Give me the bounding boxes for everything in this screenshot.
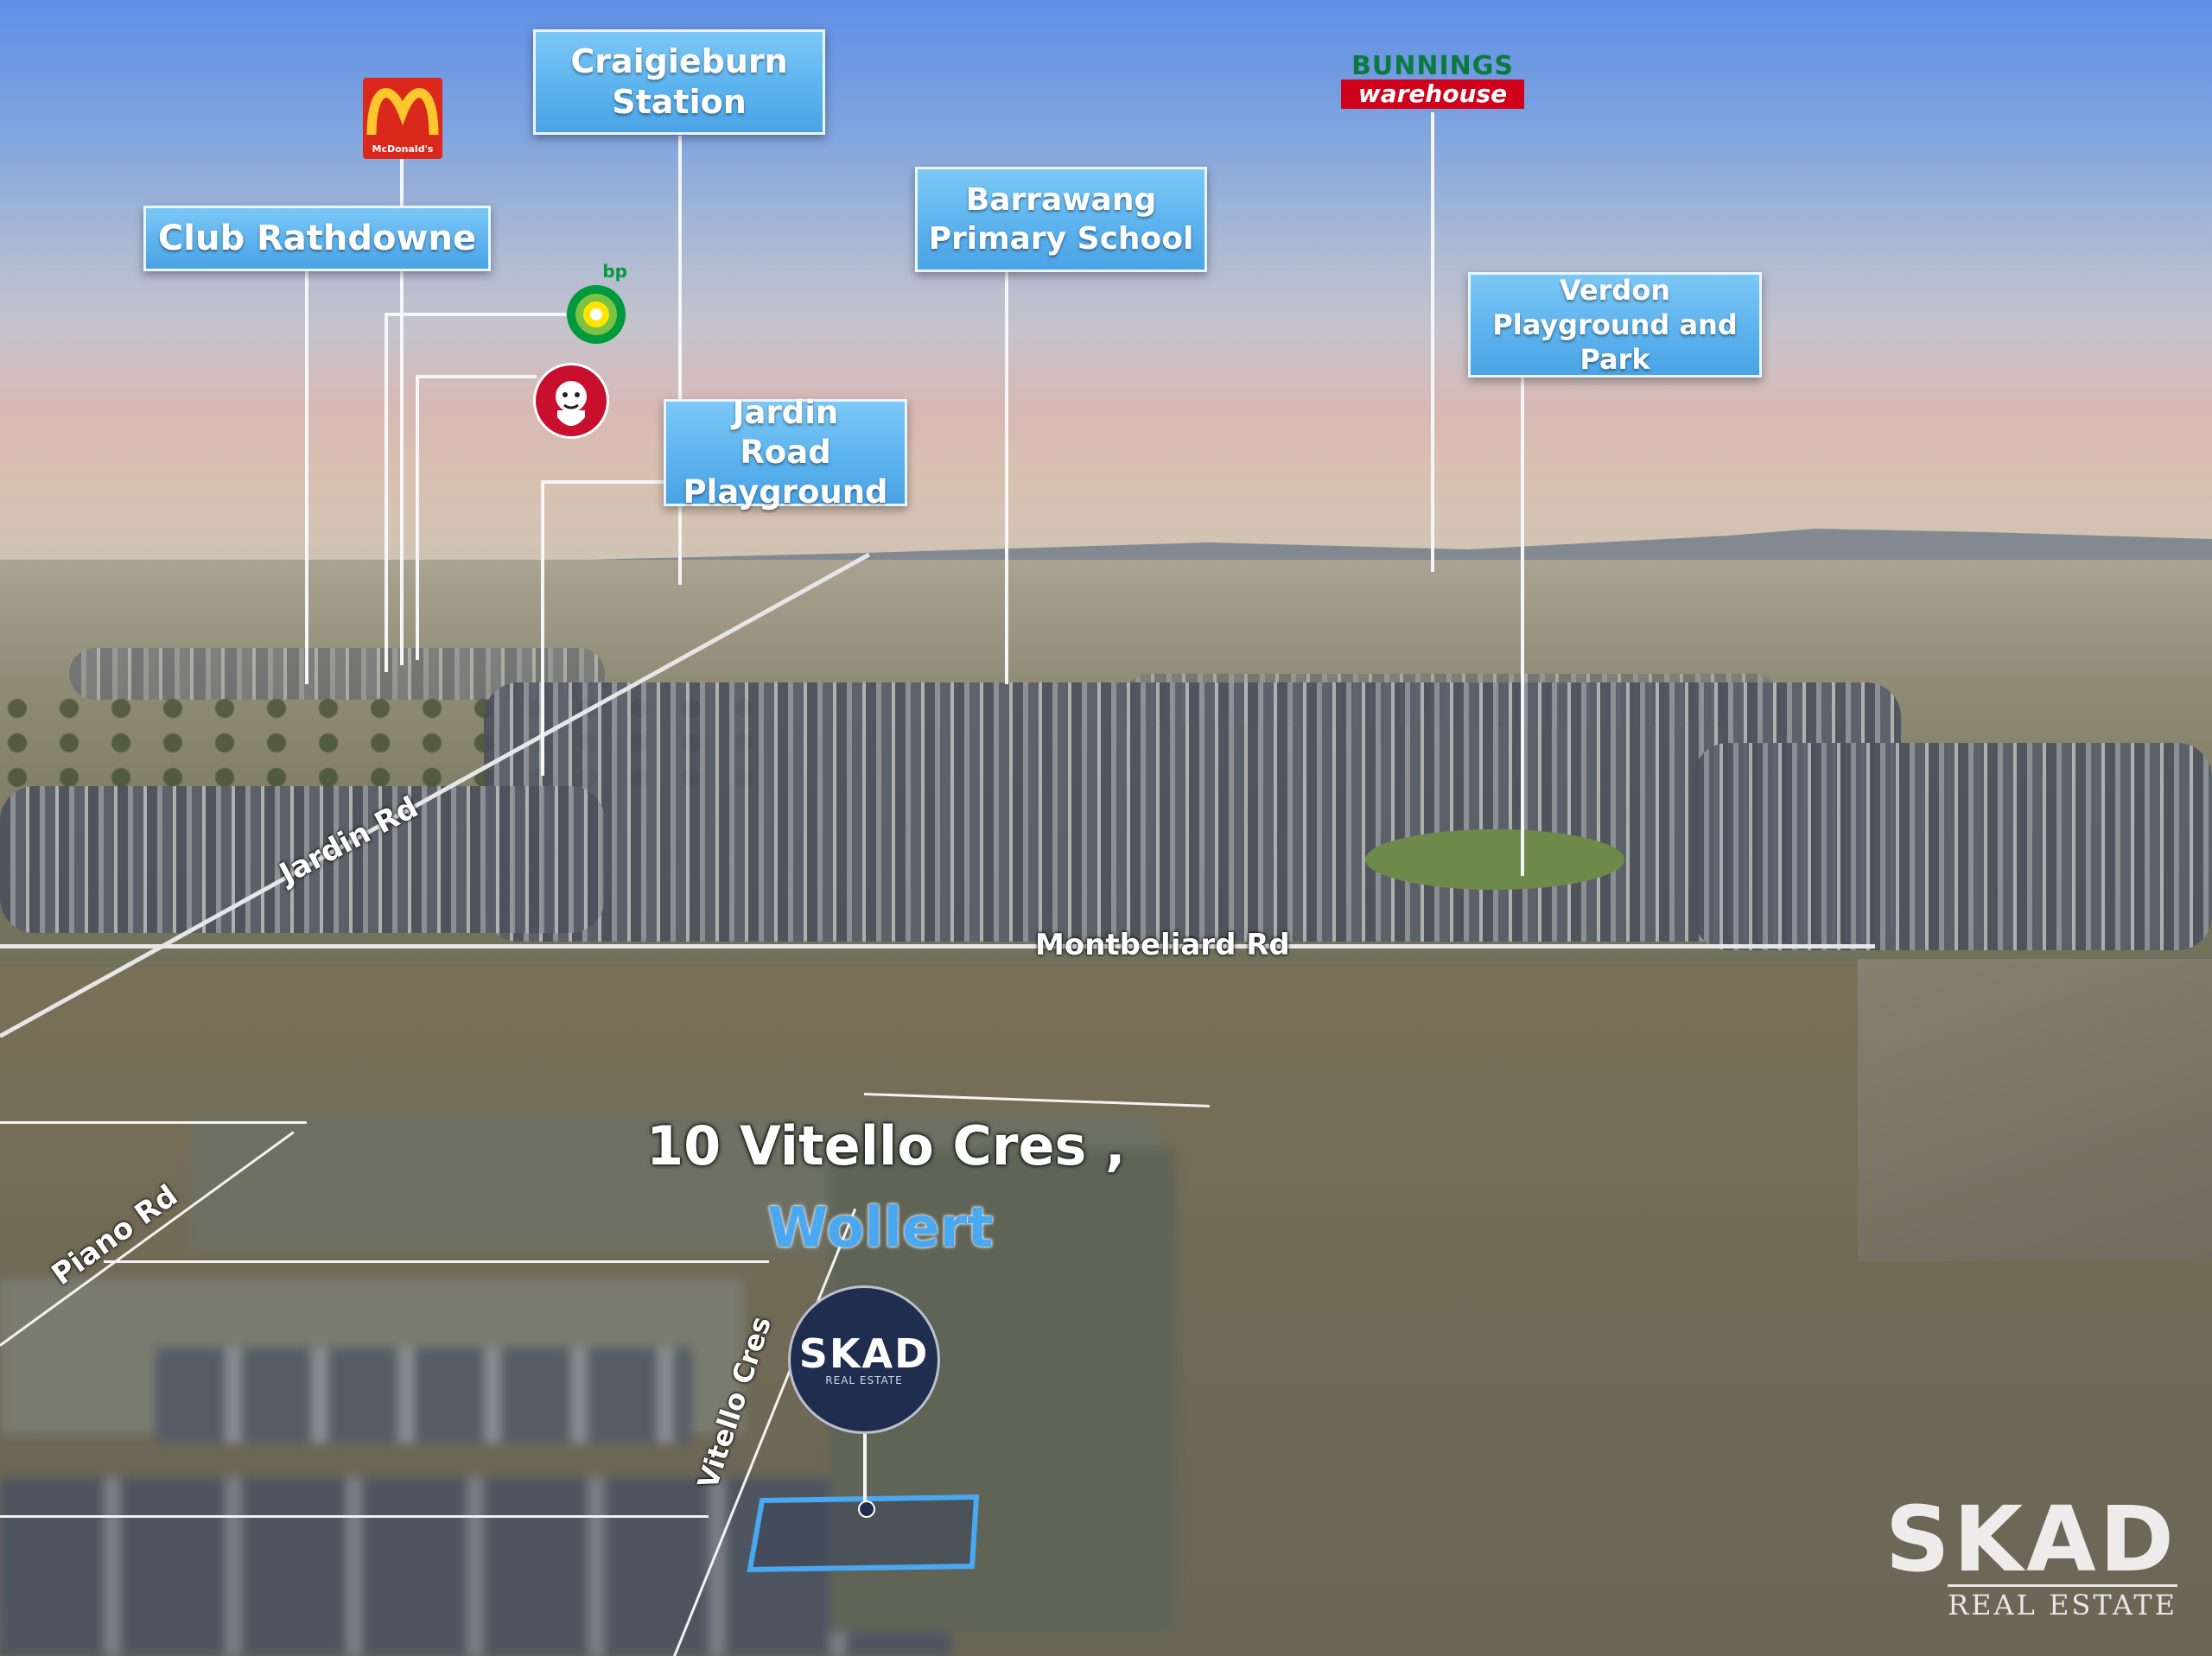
property-pin-line — [863, 1432, 867, 1501]
sky — [0, 0, 2212, 570]
colonel-icon — [556, 381, 587, 426]
suburb-right — [1694, 743, 2212, 950]
road-label-montbeliard: Montbeliard Rd — [1035, 928, 1290, 962]
mcdonalds-wordmark: McDonald's — [372, 143, 434, 155]
kfc-logo — [533, 363, 609, 439]
skad-watermark-sub: REAL ESTATE — [1948, 1584, 2177, 1621]
leader-station — [678, 136, 682, 585]
leader-bp-horizontal — [385, 313, 566, 316]
leader-club-rathdowne — [305, 268, 308, 684]
address-line-street: 10 Vitello Cres , — [646, 1114, 1126, 1177]
label-club-rathdowne: Club Rathdowne — [143, 206, 491, 271]
foreground-estate — [0, 1097, 1192, 1656]
leader-jardin-playground-h — [541, 480, 664, 484]
skad-watermark: SKAD REAL ESTATE — [1884, 1494, 2177, 1624]
bp-helios-icon — [567, 285, 626, 344]
address-line-suburb: Wollert — [767, 1196, 994, 1260]
leader-jardin-playground-v — [541, 480, 544, 776]
leader-barrawang — [1005, 271, 1008, 684]
leader-kfc-vertical — [416, 375, 419, 660]
bp-wordmark: bp — [602, 261, 627, 282]
skad-badge-sub: REAL ESTATE — [825, 1374, 903, 1386]
verdon-park-green — [1365, 829, 1624, 890]
warehouse-wordmark: warehouse — [1341, 79, 1524, 109]
skad-badge: SKAD REAL ESTATE — [788, 1285, 940, 1434]
property-pin-dot — [858, 1501, 875, 1518]
golden-arches-icon — [366, 88, 439, 136]
bunnings-wordmark: BUNNINGS — [1351, 51, 1514, 81]
label-verdon-playground: Verdon Playground and Park — [1468, 272, 1762, 378]
construction-area — [1858, 959, 2212, 1261]
leader-bp-vertical — [385, 313, 388, 672]
skad-watermark-wordmark: SKAD — [1885, 1487, 2177, 1592]
suburb-main — [484, 682, 1901, 942]
lot-road-top — [0, 1121, 307, 1124]
leader-kfc-horizontal — [416, 375, 537, 378]
montbeliard-road-line — [0, 944, 1875, 949]
lot-road-mid — [104, 1260, 769, 1263]
lot-road-low — [0, 1515, 709, 1518]
property-outline — [747, 1494, 980, 1573]
mcdonalds-logo: McDonald's — [363, 78, 442, 159]
bp-logo: bp — [563, 261, 629, 347]
bunnings-logo: BUNNINGS warehouse — [1341, 54, 1524, 111]
leader-mcdonalds — [400, 157, 404, 665]
label-jardin-road-playground: Jardin Road Playground — [664, 394, 907, 511]
skad-badge-wordmark: SKAD — [798, 1330, 930, 1377]
leader-bunnings — [1431, 112, 1434, 572]
leader-verdon — [1521, 377, 1524, 876]
label-barrawang-school: Barrawang Primary School — [915, 167, 1207, 272]
label-craigieburn-station: Craigieburn Station — [533, 29, 825, 135]
suburb-left — [0, 786, 605, 933]
